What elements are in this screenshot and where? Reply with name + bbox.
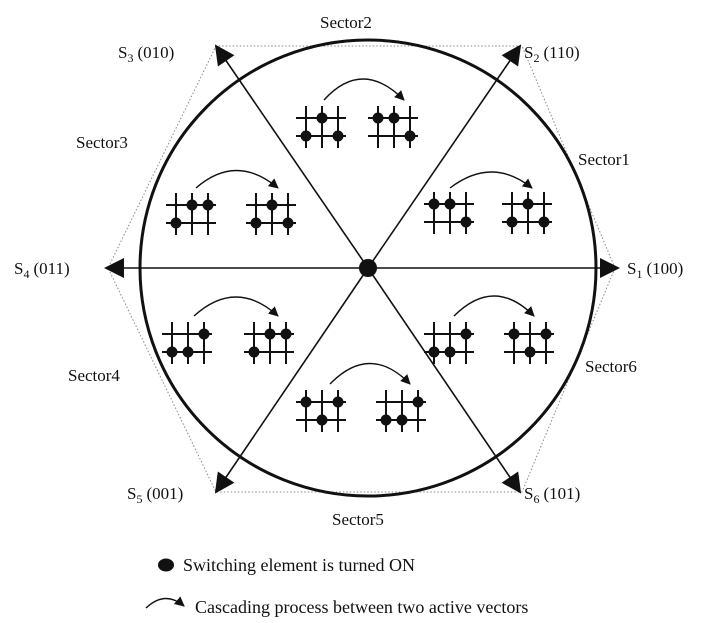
on-switch-dot [300, 396, 312, 408]
on-switch-dot [282, 217, 294, 229]
sector-label-1: Sector1 [578, 150, 630, 169]
on-switch-dot [202, 199, 214, 211]
legend: Switching element is turned ON Cascading… [145, 555, 528, 617]
cascade-arrow-icon [329, 362, 411, 385]
on-switch-dot [198, 328, 210, 340]
zero-vector-dot [359, 259, 377, 277]
on-switch-dot [280, 328, 292, 340]
on-switch-dot [404, 130, 416, 142]
on-switch-dot [380, 414, 392, 426]
on-switch-dot [444, 346, 456, 358]
vector-arrows [104, 44, 620, 494]
switch-glyph-left [162, 322, 212, 364]
switch-group-sector6 [424, 295, 554, 364]
switch-glyph-left [424, 322, 474, 364]
on-switch-dot [182, 346, 194, 358]
switch-glyph-right [502, 192, 552, 234]
switch-group-sector2 [296, 78, 418, 148]
vector-label-s3: S3(010) [118, 43, 174, 65]
hexagon-outline [107, 45, 616, 493]
switch-glyph-right [376, 390, 426, 432]
sector-label-5: Sector5 [332, 510, 384, 529]
on-switch-dot [264, 328, 276, 340]
switch-glyph-right [246, 193, 296, 235]
legend-cascade-text: Cascading process between two active vec… [195, 597, 528, 617]
on-switch-dot [506, 216, 518, 228]
on-switch-dot [266, 199, 278, 211]
on-switch-dot [412, 396, 424, 408]
sector-label-4: Sector4 [68, 366, 120, 385]
cascade-arrow-icon [453, 295, 535, 317]
switch-group-sector4 [162, 296, 294, 364]
on-switch-dot [538, 216, 550, 228]
vector-label-s6: S6(101) [524, 484, 580, 506]
cascade-arrow-icon [193, 296, 279, 317]
on-switch-dot [332, 130, 344, 142]
vector-arrow-s6 [367, 267, 522, 494]
on-switch-dot [332, 396, 344, 408]
cascade-arrow-icon [323, 78, 405, 101]
on-switch-dot [248, 346, 260, 358]
on-switch-dot [428, 346, 440, 358]
switch-group-sector5 [296, 362, 426, 432]
on-switch-dot [388, 112, 400, 124]
on-switch-dot [300, 130, 312, 142]
switch-glyph-right [244, 322, 294, 364]
on-switch-dot [316, 414, 328, 426]
vector-arrow-s3 [214, 44, 369, 269]
vector-label-s4: S4(011) [14, 259, 70, 281]
vector-label-s1: S1(100) [627, 259, 683, 281]
switch-groups [162, 78, 554, 432]
vector-label-s5: S5(001) [127, 484, 183, 506]
on-switch-dot [460, 216, 472, 228]
sector-label-2: Sector2 [320, 13, 372, 32]
on-switch-dot [522, 198, 534, 210]
cascade-arrow-icon [449, 171, 533, 189]
sector-label-6: Sector6 [585, 357, 637, 376]
switch-group-sector3 [166, 169, 296, 235]
sector-label-3: Sector3 [76, 133, 128, 152]
on-switch-dot [316, 112, 328, 124]
switch-glyph-left [296, 106, 346, 148]
on-switch-dot [444, 198, 456, 210]
switch-glyph-left [166, 193, 216, 235]
on-switch-dot [186, 199, 198, 211]
switch-glyph-right [504, 322, 554, 364]
on-switch-dot [372, 112, 384, 124]
vector-arrow-s2 [367, 44, 522, 269]
switch-glyph-left [424, 192, 474, 234]
switch-glyph-right [368, 106, 418, 148]
on-switch-dot [508, 328, 520, 340]
switch-glyph-left [296, 390, 346, 432]
legend-cascade-arrow-icon [145, 596, 185, 609]
on-switch-dot [250, 217, 262, 229]
vector-arrow-s5 [214, 267, 369, 494]
sector-labels: Sector1 Sector2 Sector3 Sector4 Sector5 … [68, 13, 637, 529]
vector-labels: S1(100) S2(110) S3(010) S4(011) S5(001) … [14, 43, 683, 506]
on-switch-dot [396, 414, 408, 426]
vector-label-s2: S2(110) [524, 43, 580, 65]
on-switch-dot [170, 217, 182, 229]
on-switch-dot [524, 346, 536, 358]
on-switch-dot [460, 328, 472, 340]
legend-on-text: Switching element is turned ON [183, 555, 415, 575]
on-switch-dot [540, 328, 552, 340]
cascade-arrow-icon [195, 169, 279, 189]
legend-on-dot-icon [158, 558, 174, 572]
switch-group-sector1 [424, 171, 552, 234]
on-switch-dot [428, 198, 440, 210]
on-switch-dot [166, 346, 178, 358]
